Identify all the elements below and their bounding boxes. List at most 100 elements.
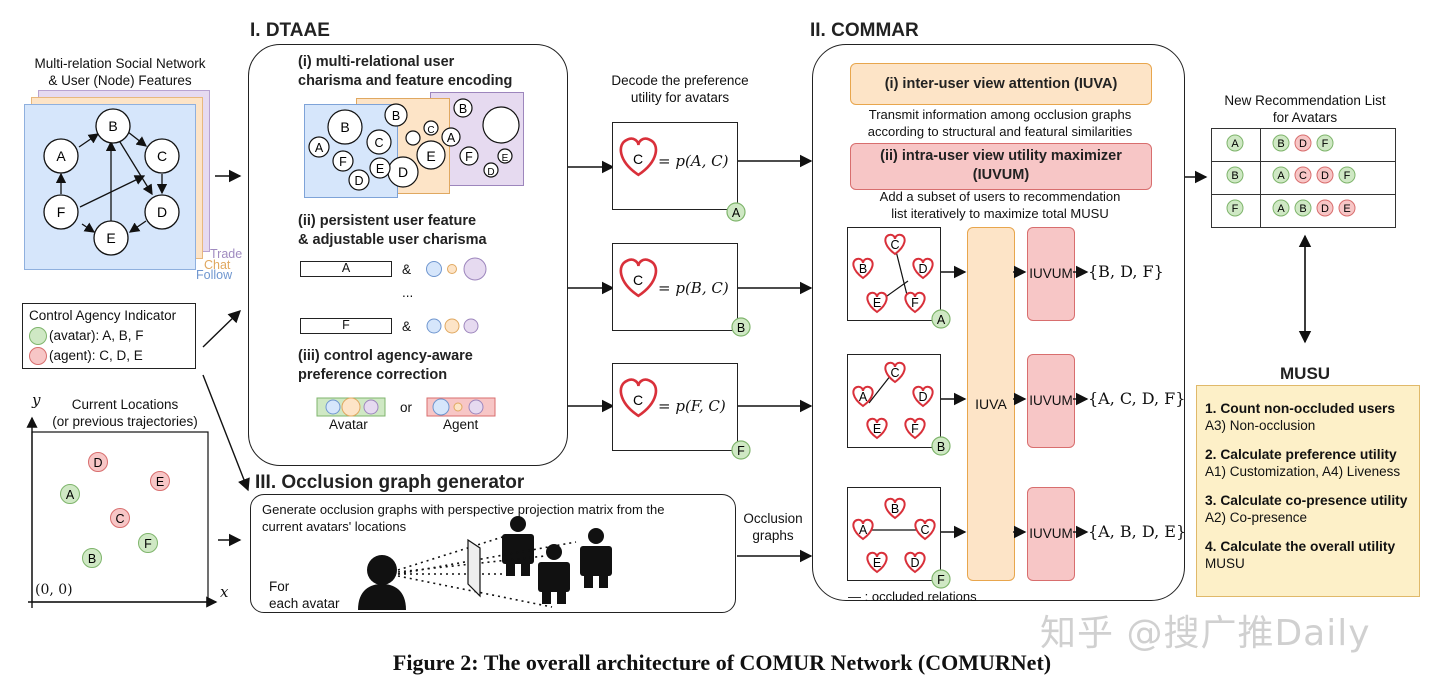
svg-text:C: C xyxy=(890,366,899,380)
section-title-occlusion: III. Occlusion graph generator xyxy=(255,472,525,493)
svg-text:C: C xyxy=(1299,170,1307,182)
recommendation-title: New Recommendation List for Avatars xyxy=(1224,93,1386,125)
loc-f: F xyxy=(144,537,152,551)
iuvum-block-f: IUVUM xyxy=(1027,487,1075,581)
dtaae-step1: (i) multi-relational user charisma and f… xyxy=(298,54,513,89)
recommendation-bubbles: A B D F B A C D F F A B D E xyxy=(1226,134,1356,217)
layer-label-follow: Follow xyxy=(196,268,233,282)
layer-label-trade: Trade xyxy=(210,247,243,261)
svg-text:E: E xyxy=(376,162,384,176)
svg-text:B: B xyxy=(1299,203,1306,215)
control-agency-panel: Control Agency Indicator (avatar): A, B,… xyxy=(22,303,196,369)
section-title-dtaae: I. DTAAE xyxy=(250,20,330,41)
occlusion-description: Generate occlusion graphs with perspecti… xyxy=(262,502,665,534)
control-title: Control Agency Indicator xyxy=(29,308,177,323)
formula-f: = p(F, C) xyxy=(658,397,726,415)
svg-text:E: E xyxy=(502,153,509,164)
svg-text:F: F xyxy=(911,422,919,436)
loc-b: B xyxy=(88,552,96,566)
svg-text:A: A xyxy=(859,523,868,537)
utility-tag-a: A xyxy=(732,206,741,220)
or-label: or xyxy=(400,400,413,415)
loc-a: A xyxy=(66,488,75,502)
result-b: {A, C, D, F} xyxy=(1088,389,1186,408)
svg-text:F: F xyxy=(1344,170,1351,182)
axis-y-label: y xyxy=(32,391,41,409)
avatar-line: (avatar): A, B, F xyxy=(49,328,144,343)
section-title-commar: II. COMMAR xyxy=(810,20,919,41)
svg-text:F: F xyxy=(1322,138,1329,150)
svg-text:D: D xyxy=(487,167,494,178)
utility-tag-b: B xyxy=(737,321,745,335)
node-c: C xyxy=(157,148,167,164)
svg-text:E: E xyxy=(873,296,881,310)
iuva-block-label: IUVA xyxy=(975,396,1007,412)
decode-title: Decode the preference utility for avatar… xyxy=(611,73,749,105)
svg-text:E: E xyxy=(1343,203,1350,215)
svg-text:C: C xyxy=(374,136,383,150)
svg-text:B: B xyxy=(392,109,400,123)
svg-text:F: F xyxy=(911,296,919,310)
feature-bar-f-label: F xyxy=(342,318,350,332)
heart-label-b: C xyxy=(633,272,643,288)
node-e: E xyxy=(106,230,115,246)
avatar-label: Avatar xyxy=(329,417,368,432)
svg-text:D: D xyxy=(918,390,927,404)
node-f: F xyxy=(57,204,66,220)
svg-text:D: D xyxy=(1321,170,1329,182)
svg-text:B: B xyxy=(459,102,467,116)
svg-text:D: D xyxy=(1321,203,1329,215)
formula-a: = p(A, C) xyxy=(658,152,729,170)
loc-e: E xyxy=(156,475,164,489)
dtaae-step3: (iii) control agency-aware preference co… xyxy=(298,348,473,383)
svg-text:A: A xyxy=(447,131,456,145)
dtaae-step2: (ii) persistent user feature & adjustabl… xyxy=(298,213,487,248)
node-b: B xyxy=(108,118,117,134)
formula-b: = p(B, C) xyxy=(658,279,729,297)
svg-text:E: E xyxy=(873,422,881,436)
svg-text:C: C xyxy=(427,125,434,136)
svg-text:D: D xyxy=(910,556,919,570)
svg-text:E: E xyxy=(426,148,435,164)
charisma-circles-a xyxy=(426,257,487,281)
heart-label-f: C xyxy=(633,392,643,408)
result-f: {A, B, D, E} xyxy=(1088,522,1187,541)
musu-title: MUSU xyxy=(1280,364,1331,383)
locations-title: Current Locations (or previous trajector… xyxy=(52,397,198,429)
axis-x-label: x xyxy=(220,583,229,601)
svg-text:A: A xyxy=(1231,138,1239,150)
watermark: 知乎 @搜广推Daily xyxy=(1040,613,1371,654)
svg-text:D: D xyxy=(918,262,927,276)
feature-bar-a-label: A xyxy=(341,261,351,275)
social-network-graph: A B C D E F xyxy=(43,108,180,256)
utility-hearts: C C C A B F xyxy=(619,137,751,460)
occlusion-output-label: Occlusion graphs xyxy=(743,511,803,543)
origin-label: (0, 0) xyxy=(35,582,73,598)
loc-c: C xyxy=(115,512,124,526)
svg-text:F: F xyxy=(465,150,473,164)
heart-label-a: C xyxy=(633,151,643,167)
feature-bar-f: F xyxy=(300,318,392,334)
iuvum-block-b: IUVUM xyxy=(1027,354,1075,448)
loc-d: D xyxy=(93,456,102,470)
node-a: A xyxy=(56,148,66,164)
iuvum-title-box: (ii) intra-user view utility maximizer (… xyxy=(850,143,1152,190)
agent-line: (agent): C, D, E xyxy=(49,348,143,363)
svg-text:D: D xyxy=(1299,138,1307,150)
avatar-swatch xyxy=(29,327,47,345)
iuvum-description: Add a subset of users to recommendation … xyxy=(879,189,1121,221)
dtaae-ellipsis: ... xyxy=(402,285,414,300)
utility-tag-f: F xyxy=(737,444,745,458)
layer-label-chat: Chat xyxy=(204,258,231,272)
charisma-circles-f xyxy=(426,318,479,334)
svg-text:C: C xyxy=(890,238,899,252)
graph-tag-a: A xyxy=(937,313,946,327)
agent-swatch xyxy=(29,347,47,365)
amp-a: & xyxy=(402,262,412,277)
svg-text:D: D xyxy=(354,174,363,188)
